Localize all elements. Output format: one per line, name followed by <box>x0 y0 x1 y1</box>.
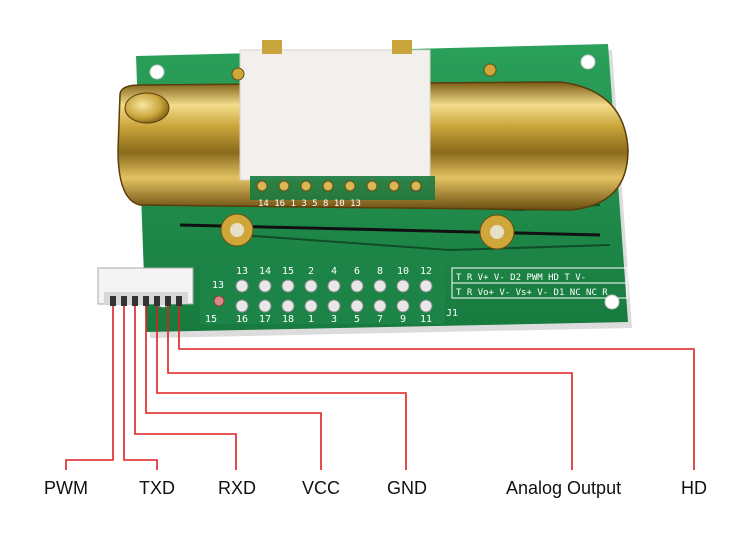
silk-label: 15 <box>205 314 217 325</box>
header-pin-grid: 13 14 15 2 4 6 8 10 12 16 17 18 1 3 5 7 … <box>200 264 458 325</box>
silk-label: 9 <box>400 314 406 325</box>
silk-label: 8 <box>377 266 383 277</box>
silk-label: 4 <box>331 266 337 277</box>
silk-label: 3 <box>331 314 337 325</box>
wire-txd <box>123 306 158 470</box>
sensor-pin-numbers: 14 16 1 3 5 8 10 13 <box>258 199 361 209</box>
pin-wires <box>65 306 695 470</box>
label-pwm: PWM <box>44 478 88 498</box>
standoff-screws <box>220 63 515 250</box>
wire-hd <box>178 306 695 470</box>
label-vcc: VCC <box>302 478 341 498</box>
silk-label: 18 <box>282 314 294 325</box>
silk-label: 15 <box>282 266 294 277</box>
silk-label: 13 <box>212 280 224 291</box>
wire-rxd <box>134 306 237 470</box>
wire-vcc <box>145 306 322 470</box>
sensor-label-band <box>239 49 431 181</box>
mounting-hole <box>580 54 596 70</box>
silk-table-row: T R V+ V- D2 PWM HD T V- <box>456 273 586 283</box>
wire-analog <box>167 306 573 470</box>
silk-label: 17 <box>259 314 271 325</box>
silk-label: 13 <box>236 266 248 277</box>
label-gnd: GND <box>387 478 427 498</box>
silk-label-j1: J1 <box>446 308 458 319</box>
silk-label: 12 <box>420 266 432 277</box>
label-rxd: RXD <box>218 478 257 498</box>
silk-label: 10 <box>397 266 409 277</box>
silk-label: 5 <box>354 314 360 325</box>
silk-label: 1 <box>308 314 314 325</box>
silk-label: 16 <box>236 314 248 325</box>
silk-table-row: T R Vo+ V- Vs+ V- D1 NC NC R <box>456 288 608 298</box>
sensor-pins <box>256 180 422 192</box>
ndir-sensor-body: 14 16 1 3 5 8 10 13 <box>117 40 629 211</box>
label-hd: HD <box>681 478 707 498</box>
pin-connector <box>97 267 194 306</box>
connector-pins <box>110 296 182 306</box>
silk-label: 14 <box>259 266 271 277</box>
silk-label: 11 <box>420 314 432 325</box>
silk-label: 6 <box>354 266 360 277</box>
silk-label: 7 <box>377 314 383 325</box>
sensor-end-cap <box>124 92 170 124</box>
silkscreen-pin-table: T R V+ V- D2 PWM HD T V- T R Vo+ V- Vs+ … <box>451 267 628 299</box>
silk-label: 2 <box>308 266 314 277</box>
label-analog-output: Analog Output <box>506 478 622 498</box>
wire-pwm <box>65 306 114 470</box>
label-txd: TXD <box>139 478 175 498</box>
wire-gnd <box>156 306 407 470</box>
mounting-hole <box>149 64 165 80</box>
